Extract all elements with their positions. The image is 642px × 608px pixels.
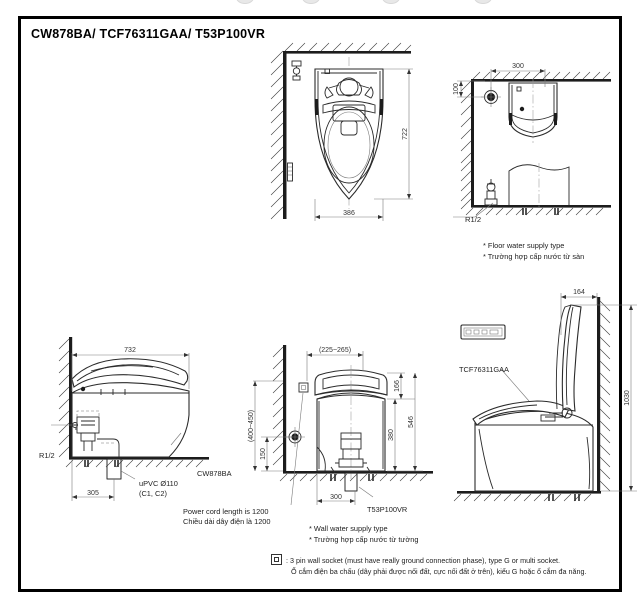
drawing-sheet-border: CW878BA/ TCF76311GAA/ T53P100VR: [18, 16, 637, 592]
plan-dim-depth-text: 722: [402, 128, 409, 140]
front-center-dim-seat-text: 166: [394, 380, 401, 392]
front-center-note-vi: * Trường hợp cấp nước từ tường: [309, 535, 419, 544]
side-left-cord-note-en: Power cord length is 1200: [183, 507, 269, 516]
top-artifact-3: [382, 0, 400, 4]
floor-supply-note-en: * Floor water supply type: [483, 241, 565, 250]
front-center-view: (225~265) 166 546 380: [247, 337, 447, 527]
side-left-dim-offset-text: 305: [87, 490, 99, 497]
top-artifact-4: [474, 0, 492, 4]
front-center-dim-bowl-text: 380: [388, 429, 395, 441]
side-left-view: 732 305: [29, 319, 244, 519]
page-top-edge-artifacts: [0, 0, 642, 13]
side-right-product-label: TCF76311GAA: [459, 365, 509, 374]
front-center-dim-outlet-text: (400~450): [248, 410, 255, 442]
side-right-open-lid-view: 164 1030: [445, 277, 642, 525]
page-title: CW878BA/ TCF76311GAA/ T53P100VR: [31, 27, 266, 41]
floor-supply-view: [449, 157, 617, 237]
front-center-product-label: T53P100VR: [367, 505, 408, 514]
legend-line-vi: Ổ cắm điện ba chấu (dây phải được nối đấ…: [291, 567, 587, 576]
side-left-cord-note-vi: Chiều dài dây điện là 1200: [183, 517, 271, 526]
front-center-dim-socket-text: 150: [260, 448, 267, 460]
top-artifact-2: [302, 0, 320, 4]
front-wall-dim-h-text: 300: [512, 63, 524, 70]
remote-control-graphic: [460, 324, 506, 340]
front-wall-dim-v-text: 100: [453, 83, 460, 95]
top-artifact-1: [236, 0, 254, 4]
side-left-thread-label: R1/2: [39, 451, 55, 460]
floor-supply-thread-label: R1/2: [465, 215, 482, 224]
floor-supply-note-vi: * Trường hợp cấp nước từ sàn: [483, 252, 585, 261]
side-right-dim-depth-text: 164: [573, 289, 585, 296]
side-left-drain-label-2: (C1, C2): [139, 489, 167, 498]
wall-socket-icon: [271, 554, 282, 565]
plan-dim-width-text: 386: [343, 210, 355, 217]
plan-view: 722 386: [261, 42, 441, 233]
side-right-dim-height-text: 1030: [624, 390, 631, 406]
front-center-note-en: * Wall water supply type: [309, 524, 388, 533]
front-wall-view: 300 100: [449, 47, 617, 167]
front-center-dim-range-text: (225~265): [319, 347, 351, 354]
front-center-dim-total-text: 546: [408, 416, 415, 428]
front-center-dim-base-text: 300: [330, 494, 342, 501]
legend-line-en: : 3 pin wall socket (must have really gr…: [286, 556, 561, 565]
side-left-dim-length-text: 732: [124, 347, 136, 354]
side-left-product-label: CW878BA: [197, 469, 232, 478]
side-left-drain-label-1: uPVC Ø110: [139, 479, 178, 488]
